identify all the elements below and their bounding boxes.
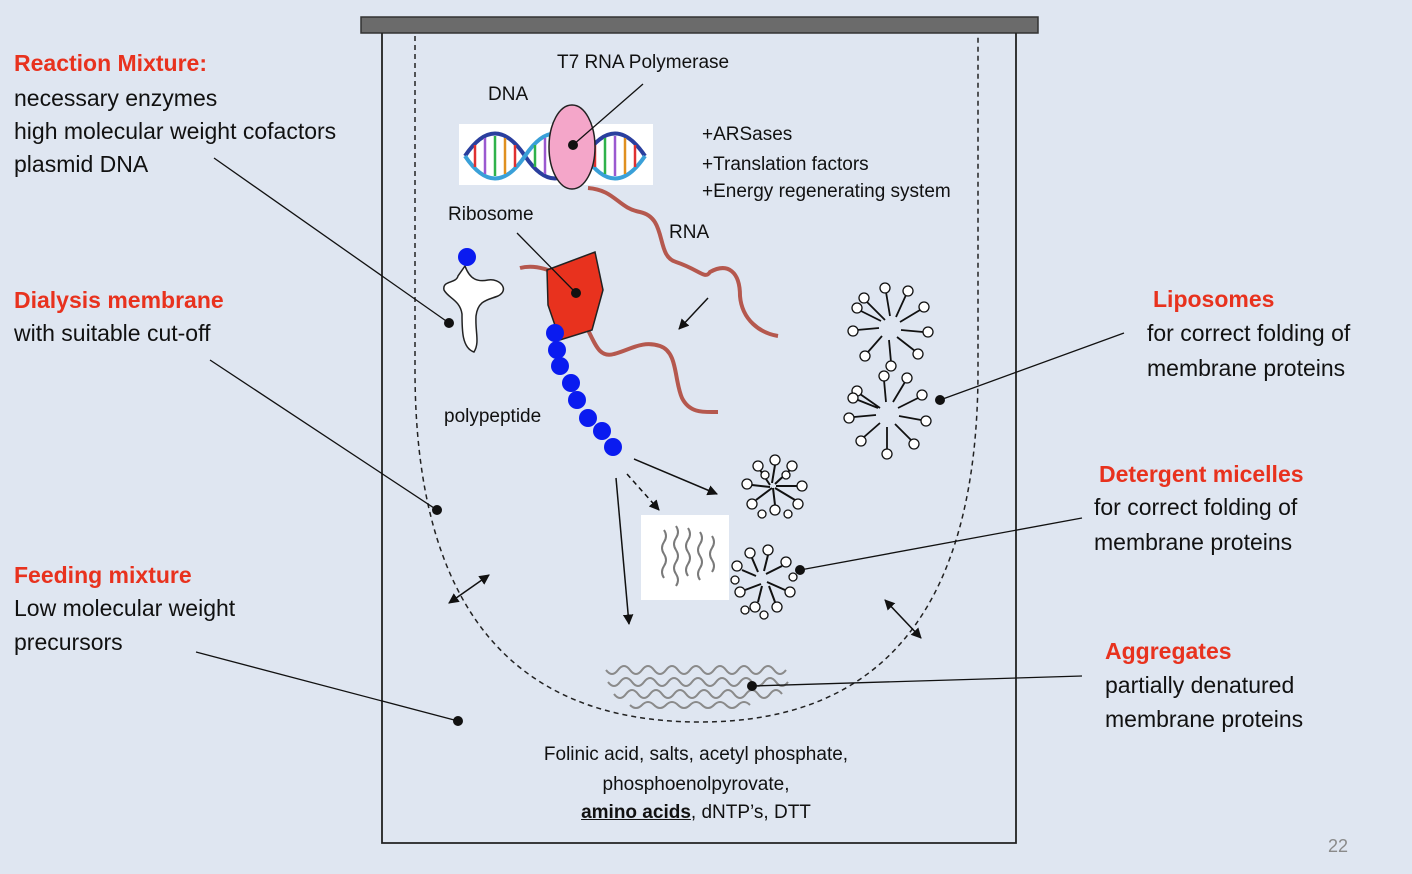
liposome-leader-line [939,332,1125,401]
arrow-to-micelle [633,458,718,496]
liposomes-title: Liposomes [1153,286,1275,312]
detergent-micelles-line-1: for correct folding of [1094,494,1298,520]
detergent-micelle-icon [741,454,808,519]
detergent-micelles-title: Detergent micelles [1099,461,1304,487]
feeding-contents-line-1: Folinic acid, salts, acetyl phosphate, [543,744,849,765]
polymerase-leader-line [572,83,644,146]
aggregates-line-2: membrane proteins [1105,706,1304,732]
reaction-mixture-title: Reaction Mixture: [14,50,207,76]
reaction-leader-line [213,157,450,324]
liposome-icon-upper [847,282,934,372]
aggregate-leader-line [751,675,1083,687]
enzyme-bead [458,248,476,266]
aggregates-line-1: partially denatured [1105,672,1295,698]
amino-acids-emphasis: amino acids [581,802,691,823]
polymerase-label: T7 RNA Polymerase [557,52,730,73]
rna-label: RNA [669,222,710,243]
liposome-icon-lower [843,370,932,460]
reaction-pointer-dot [444,318,454,328]
factor-translation: +Translation factors [702,154,869,175]
aggregates-title: Aggregates [1105,638,1232,664]
feeding-contents-rest: , dNTP’s, DTT [690,802,811,823]
enzyme-cross-icon [443,264,505,353]
feeding-leader-line [195,651,459,722]
factor-energy: +Energy regenerating system [702,181,951,202]
dna-label: DNA [488,84,529,105]
feeding-mixture-line-1: Low molecular weight [14,595,236,621]
dialysis-membrane-title: Dialysis membrane [14,287,224,313]
flow-arrow-rna [678,297,709,330]
feeding-mixture-title: Feeding mixture [14,562,192,588]
arrow-to-folded [626,473,660,511]
aggregate-icon [605,665,789,709]
liposomes-line-1: for correct folding of [1147,320,1351,346]
reactor-vessel [381,33,1017,844]
polypeptide-chain-icon [546,324,622,456]
reactor-lid [360,16,1039,34]
feeding-contents-line-3: amino acids, dNTP’s, DTT [456,798,936,827]
reaction-mixture-line-3: plasmid DNA [14,151,149,177]
dialysis-pointer-dot [432,505,442,515]
dialysis-membrane-line-1: with suitable cut-off [14,320,211,346]
liposomes-line-2: membrane proteins [1147,355,1346,381]
arrow-to-aggregate [615,477,634,626]
feeding-mixture-line-2: precursors [14,629,123,655]
factor-arsases: +ARSases [702,124,793,145]
page-number: 22 [1328,836,1349,856]
rna-strand-upper [587,186,779,338]
feeding-pointer-dot [453,716,463,726]
reaction-mixture-line-2: high molecular weight cofactors [14,118,337,144]
diffusion-arrow-right [884,599,922,639]
feeding-contents-line-2: phosphoenolpyrovate, [602,774,790,795]
folded-protein-icon [641,515,729,600]
ribosome-label: Ribosome [448,204,534,225]
dialysis-leader-line [209,359,438,511]
detergent-micelle-protein-icon [730,544,798,620]
detergent-micelles-line-2: membrane proteins [1094,529,1293,555]
reaction-mixture-line-1: necessary enzymes [14,85,218,111]
polypeptide-label: polypeptide [444,406,542,427]
ribosome-leader-line [516,232,577,294]
diffusion-arrow-left [448,574,490,604]
micelle-leader-line [799,517,1083,571]
